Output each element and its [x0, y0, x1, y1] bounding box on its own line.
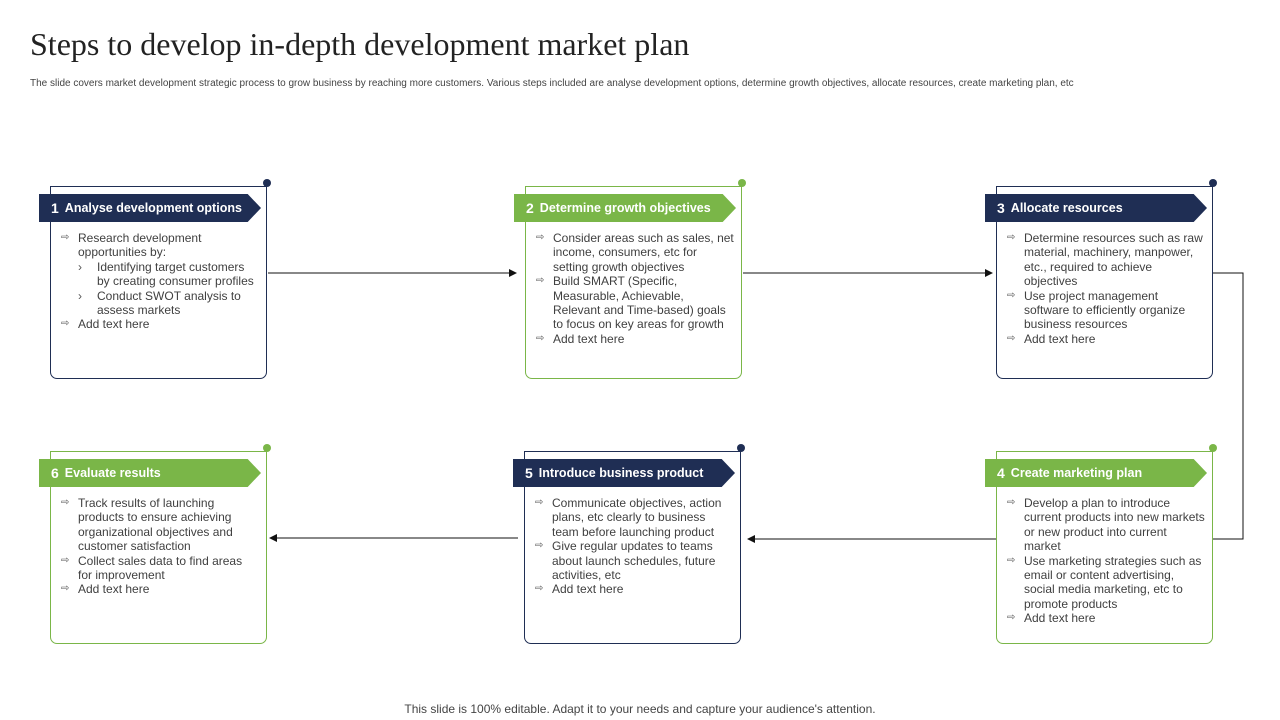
step-6-item: ⇨ Add text here [61, 582, 259, 596]
step-6-marker-dot [263, 444, 271, 452]
right-arrow-icon: ⇨ [61, 232, 70, 243]
right-arrow-icon: ⇨ [1007, 554, 1016, 566]
step-5-item: ⇨ Communicate objectives, action plans, e… [535, 496, 733, 539]
step-4-item: ⇨ Use marketing strategies such as email … [1007, 554, 1205, 612]
step-3-item: ⇨ Add text here [1007, 332, 1205, 346]
step-6-item-text: Add text here [78, 582, 150, 597]
step-3-item: ⇨ Use project management software to effi… [1007, 289, 1205, 332]
page-subtitle: The slide covers market development stra… [30, 78, 1074, 89]
step-6-item: ⇨ Track results of launching products to … [61, 496, 259, 554]
step-6-banner: 6 Evaluate results [39, 459, 261, 487]
step-4-item-text: Use marketing strategies such as email o… [1024, 553, 1202, 611]
step-3-item: ⇨ Determine resources such as raw materia… [1007, 231, 1205, 289]
step-3-item-text: Add text here [1024, 331, 1096, 346]
right-arrow-icon: ⇨ [535, 583, 544, 595]
step-3-number: 3 [997, 200, 1005, 216]
step-5-title: Introduce business product [538, 466, 704, 480]
page-title: Steps to develop in-depth development ma… [30, 26, 690, 62]
step-1-number: 1 [51, 200, 59, 216]
right-arrow-icon: ⇨ [61, 318, 70, 330]
connector-3-to-4 [1213, 272, 1244, 540]
step-4-item-text: Add text here [1024, 611, 1096, 626]
step-3-banner: 3 Allocate resources [985, 194, 1207, 222]
step-5-item-text: Communicate objectives, action plans, et… [552, 496, 722, 539]
step-4-item: ⇨ Develop a plan to introduce current pro… [1007, 496, 1205, 554]
step-3-marker-dot [1209, 179, 1217, 187]
step-1-sub-item: › Identifying target customers by creatin… [61, 260, 259, 289]
right-arrow-icon: ⇨ [1007, 497, 1016, 508]
step-1-item: ⇨ Add text here [61, 317, 259, 331]
step-2-title: Determine growth objectives [539, 201, 711, 215]
step-2-marker-dot [738, 179, 746, 187]
step-4-marker-dot [1209, 444, 1217, 452]
chevron-right-icon: › [78, 259, 82, 274]
step-6-item-text: Collect sales data to find areas for imp… [78, 553, 243, 583]
step-5-item-text: Add text here [552, 582, 624, 597]
step-2-number: 2 [526, 200, 534, 216]
step-5-number: 5 [525, 465, 533, 481]
step-1-marker-dot [263, 179, 271, 187]
step-2-item-text: Build SMART (Specific, Measurable, Achie… [553, 274, 726, 332]
step-1-item-text: Add text here [78, 317, 150, 332]
step-5-marker-dot [737, 444, 745, 452]
step-1-item: ⇨ Research development opportunities by: [61, 231, 259, 260]
right-arrow-icon: ⇨ [535, 540, 544, 552]
right-arrow-icon: ⇨ [536, 275, 545, 287]
step-1-banner: 1 Analyse development options [39, 194, 261, 222]
step-2-content: ⇨ Consider areas such as sales, net incom… [536, 231, 734, 346]
step-6-item-text: Track results of launching products to e… [78, 496, 233, 554]
chevron-right-icon: › [78, 288, 82, 303]
step-6-item: ⇨ Collect sales data to find areas for im… [61, 554, 259, 583]
right-arrow-icon: ⇨ [61, 583, 70, 595]
step-1-title: Analyse development options [64, 201, 242, 215]
right-arrow-icon: ⇨ [1007, 612, 1016, 624]
step-2-item: ⇨ Add text here [536, 332, 734, 346]
step-2-item-text: Add text here [553, 331, 625, 346]
step-3-item-text: Determine resources such as raw material… [1024, 231, 1203, 289]
step-1-content: ⇨Research development opportunities by:›… [61, 231, 259, 332]
step-2-item: ⇨ Build SMART (Specific, Measurable, Achi… [536, 274, 734, 332]
step-4-content: ⇨ Develop a plan to introduce current pro… [1007, 496, 1205, 626]
right-arrow-icon: ⇨ [1007, 232, 1016, 243]
step-3-content: ⇨ Determine resources such as raw materia… [1007, 231, 1205, 346]
step-1-sub-item: › Conduct SWOT analysis to assess markets [61, 289, 259, 318]
step-5-item-text: Give regular updates to teams about laun… [552, 539, 716, 583]
right-arrow-icon: ⇨ [1007, 289, 1016, 301]
step-6-content: ⇨ Track results of launching products to … [61, 496, 259, 597]
right-arrow-icon: ⇨ [61, 554, 70, 566]
step-2-item-text: Consider areas such as sales, net income… [553, 231, 734, 274]
step-2-item: ⇨ Consider areas such as sales, net incom… [536, 231, 734, 274]
step-4-number: 4 [997, 465, 1005, 481]
step-5-content: ⇨ Communicate objectives, action plans, e… [535, 496, 733, 597]
step-4-item-text: Develop a plan to introduce current prod… [1024, 496, 1205, 554]
right-arrow-icon: ⇨ [1007, 332, 1016, 344]
step-1-item-text: Research development opportunities by: [78, 231, 202, 260]
right-arrow-icon: ⇨ [535, 497, 544, 508]
step-1-sub-item-text: Identifying target customers by creating… [97, 259, 254, 289]
right-arrow-icon: ⇨ [536, 232, 545, 243]
step-3-title: Allocate resources [1010, 201, 1123, 215]
step-6-title: Evaluate results [64, 466, 161, 480]
step-4-item: ⇨ Add text here [1007, 611, 1205, 625]
step-2-banner: 2 Determine growth objectives [514, 194, 736, 222]
step-5-item: ⇨ Add text here [535, 582, 733, 596]
footer-note: This slide is 100% editable. Adapt it to… [404, 702, 876, 716]
right-arrow-icon: ⇨ [536, 332, 545, 344]
step-5-banner: 5 Introduce business product [513, 459, 735, 487]
step-5-item: ⇨ Give regular updates to teams about lau… [535, 539, 733, 582]
step-1-sub-item-text: Conduct SWOT analysis to assess markets [97, 288, 241, 318]
step-3-item-text: Use project management software to effic… [1024, 288, 1186, 332]
step-6-number: 6 [51, 465, 59, 481]
right-arrow-icon: ⇨ [61, 497, 70, 508]
step-4-banner: 4 Create marketing plan [985, 459, 1207, 487]
step-4-title: Create marketing plan [1010, 466, 1143, 480]
